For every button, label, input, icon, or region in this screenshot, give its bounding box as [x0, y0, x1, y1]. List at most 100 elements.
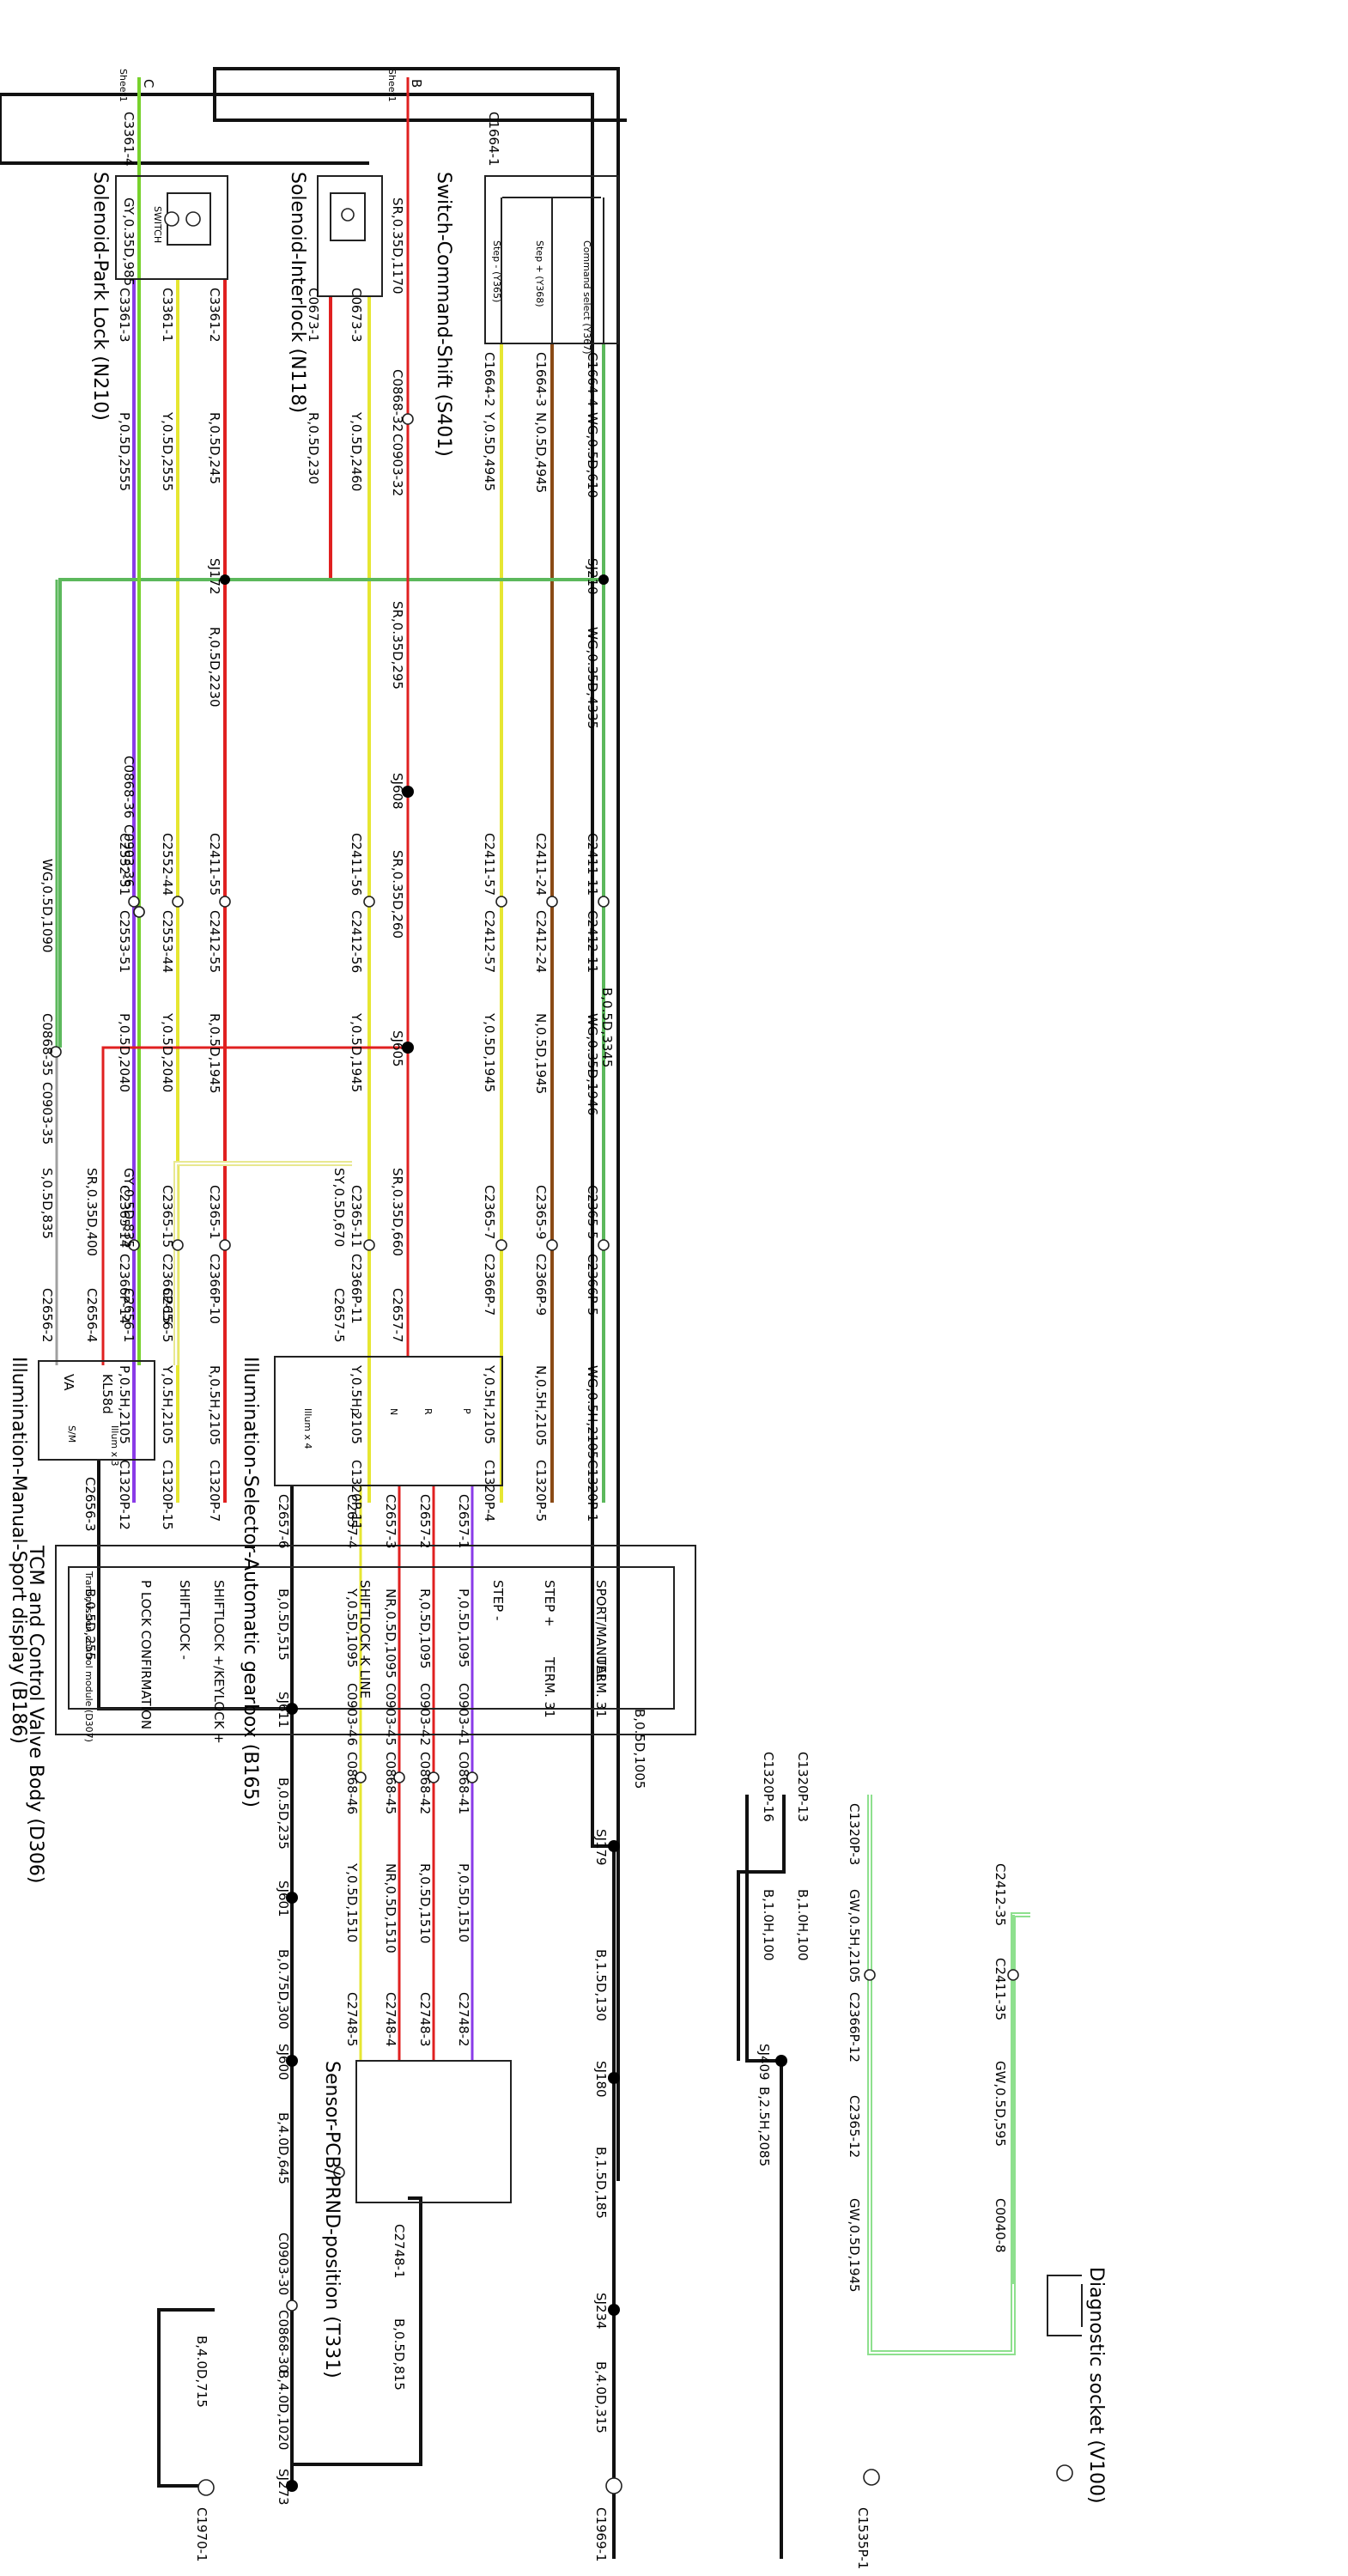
- splice-sj172: [220, 574, 230, 585]
- pin-c2365-9: C2365-9: [533, 1185, 549, 1240]
- pin-c2656-1: C2656-1: [121, 1288, 137, 1343]
- splice-label-sj179: SJ179: [593, 1829, 609, 1866]
- illum-letter-r: R: [422, 1408, 434, 1415]
- diag-socket-title: Diagnostic socket (V100): [1085, 2267, 1107, 2504]
- pin-c2657-2: C2657-2: [417, 1494, 433, 1549]
- illum-selector-title: Illumination-Selector-Automatic gearbox …: [240, 1357, 261, 1807]
- wire-label-gy-985: GY,0.35D,985: [121, 197, 137, 286]
- wire-label-sy-670: SY,0.5D,670: [331, 1168, 347, 1247]
- pin-c2412-57: C2412-57: [482, 910, 497, 973]
- illum-display-title: Illumination-Manual-Sport display (B186): [8, 1357, 29, 1744]
- park-lock-switch-label: SWITCH: [152, 206, 163, 243]
- pin-c2366p-14: C2366P-14: [117, 1254, 132, 1324]
- pin-c2366p-5: C2366P-5: [585, 1254, 600, 1315]
- tcm-term31b: TERM. 31: [593, 1656, 609, 1718]
- illum-letter-p: P: [461, 1408, 472, 1414]
- pin-c1535p-1: C1535P-1: [855, 2507, 871, 2569]
- pin-c0868-45: C0868-45: [383, 1752, 398, 1814]
- pin-c0673-1: C0673-1: [306, 288, 321, 343]
- command-shift-title: Switch-Command-Shift (S401): [433, 172, 454, 457]
- tcm-kline: K LINE: [357, 1657, 373, 1698]
- tcm-outer: [55, 1545, 696, 1735]
- splice-label-sj605: SJ605: [390, 1030, 405, 1067]
- splice-label-sj600: SJ600: [276, 2044, 291, 2081]
- illum-display-sm: S/M: [66, 1425, 77, 1443]
- wire-b-3345b: [0, 93, 614, 1848]
- pin-c0868-46: C0868-46: [344, 1752, 360, 1814]
- splice-label-sj273: SJ273: [276, 2469, 291, 2506]
- wire-label-b-185: B,1.5D,185: [593, 2147, 609, 2219]
- pin-c2365-7: C2365-7: [482, 1185, 497, 1240]
- pin-c2366p-10: C2366P-10: [207, 1254, 222, 1324]
- pin-c1664-2: C1664-2: [482, 352, 497, 407]
- wire-b-715: [157, 2308, 215, 2488]
- pin-c2411-35: C2411-35: [993, 1958, 1008, 2020]
- wire-label-b-815: B,0.5D,815: [392, 2318, 407, 2391]
- splice-label-sj172: SJ172: [207, 558, 222, 595]
- wire-label-n-4945: N,0.5D,4945: [533, 412, 549, 493]
- splice-sj409: [775, 2055, 787, 2067]
- sensor-pcb-box: [355, 2060, 512, 2203]
- pin-c2411-24: C2411-24: [533, 833, 549, 896]
- pin-c1320p-16: C1320P-16: [761, 1752, 776, 1822]
- wire-label-b-255: B,0.5D,255: [82, 1589, 98, 1661]
- pin-c2656-4: C2656-4: [84, 1288, 100, 1343]
- pin-c0868-30: C0868-30: [276, 2310, 291, 2372]
- splice-sj273: [286, 2480, 298, 2492]
- wire-label-sr-1170: SR,0.35D,1170: [390, 197, 405, 295]
- pin-c2553-51: C2553-51: [117, 910, 132, 973]
- wire-label-wg-2105: WG,0.5H,2105: [585, 1365, 600, 1459]
- wire-sy-670: [173, 1161, 352, 1365]
- splice-sj210: [598, 574, 609, 585]
- wire-wg-4335: [58, 578, 604, 1048]
- splice-sj234: [608, 2304, 620, 2316]
- pin-c0903-36: C0903-36: [121, 824, 137, 887]
- wire-label-r-1510: R,0.5D,1510: [417, 1863, 433, 1944]
- splice-label-sj234: SJ234: [593, 2293, 609, 2330]
- illum-selector-x4: Illum x 4: [302, 1408, 313, 1449]
- wire-label-r-1095: R,0.5D,1095: [417, 1589, 433, 1669]
- pin-c2365-14: C2365-14: [117, 1185, 132, 1248]
- pin-c2656-5: C2656-5: [160, 1288, 175, 1343]
- pin-c2657-1: C2657-1: [456, 1494, 471, 1549]
- splice-sj180: [608, 2072, 620, 2084]
- pin-c2365-15: C2365-15: [160, 1185, 175, 1248]
- wire-label-y-2105c: Y,0.5H,2105: [482, 1364, 497, 1444]
- pin-c2748-5: C2748-5: [344, 1992, 360, 2047]
- pin-c2365-1: C2365-1: [207, 1185, 222, 1240]
- interlock-box: [317, 175, 383, 297]
- wire-b-100: [737, 1795, 786, 2061]
- wire-label-wg-4335: WG,0.35D,4335: [585, 627, 600, 729]
- sheet-b-name: Sheet1: [386, 69, 398, 102]
- wire-label-p-1095: P,0.5D,1095: [456, 1589, 471, 1668]
- illum-display-x3: Illum x 3: [109, 1425, 120, 1467]
- illum-letter-n: N: [388, 1408, 399, 1415]
- pin-c0868-35: C0868-35: [39, 1013, 55, 1076]
- pin-c3361-2: C3361-2: [207, 288, 222, 343]
- wire-label-sr-295: SR,0.35D,295: [390, 601, 405, 690]
- wire-label-b-2085: B,2.5H,2085: [756, 2087, 772, 2166]
- wire-label-b-715: B,4.0D,715: [194, 2336, 209, 2408]
- pin-c1320p-1: C1320P-1: [585, 1460, 600, 1522]
- interlock-title: Solenoid-Interlock (N118): [287, 172, 308, 413]
- pin-c2366p-12: C2366P-12: [847, 1992, 862, 2063]
- wire-label-y-1945b: Y,0.5D,1945: [482, 1012, 497, 1092]
- pin-c1320p-11: C1320P-11: [349, 1460, 364, 1530]
- wire-label-b-515: B,0.5D,515: [276, 1589, 291, 1661]
- pin-c1320p-3: C1320P-3: [847, 1803, 862, 1865]
- wire-label-gy-835: GY,0.5D,835: [121, 1168, 137, 1249]
- pin-c2657-5: C2657-5: [331, 1288, 347, 1343]
- diag-socket-shape: [1047, 2275, 1083, 2336]
- wire-label-b-100b: B,1.0H,100: [761, 1889, 776, 1961]
- splice-sj608: [402, 786, 414, 798]
- pin-c2552-51: C2552-51: [117, 833, 132, 896]
- park-lock-coil-b: [164, 211, 179, 227]
- wire-label-b-235: B,0.5D,235: [276, 1777, 291, 1850]
- pin-c0868-32: C0868-32: [390, 369, 405, 432]
- splice-sj600: [286, 2055, 298, 2067]
- wire-label-r-2105: R,0.5H,2105: [207, 1365, 222, 1445]
- wire-sy-670-inner: [175, 1163, 352, 1365]
- illum-selector-box: [274, 1356, 503, 1486]
- splice-label-sj601: SJ601: [276, 1880, 291, 1917]
- pin-c2366p-15: C2366P-15: [160, 1254, 175, 1324]
